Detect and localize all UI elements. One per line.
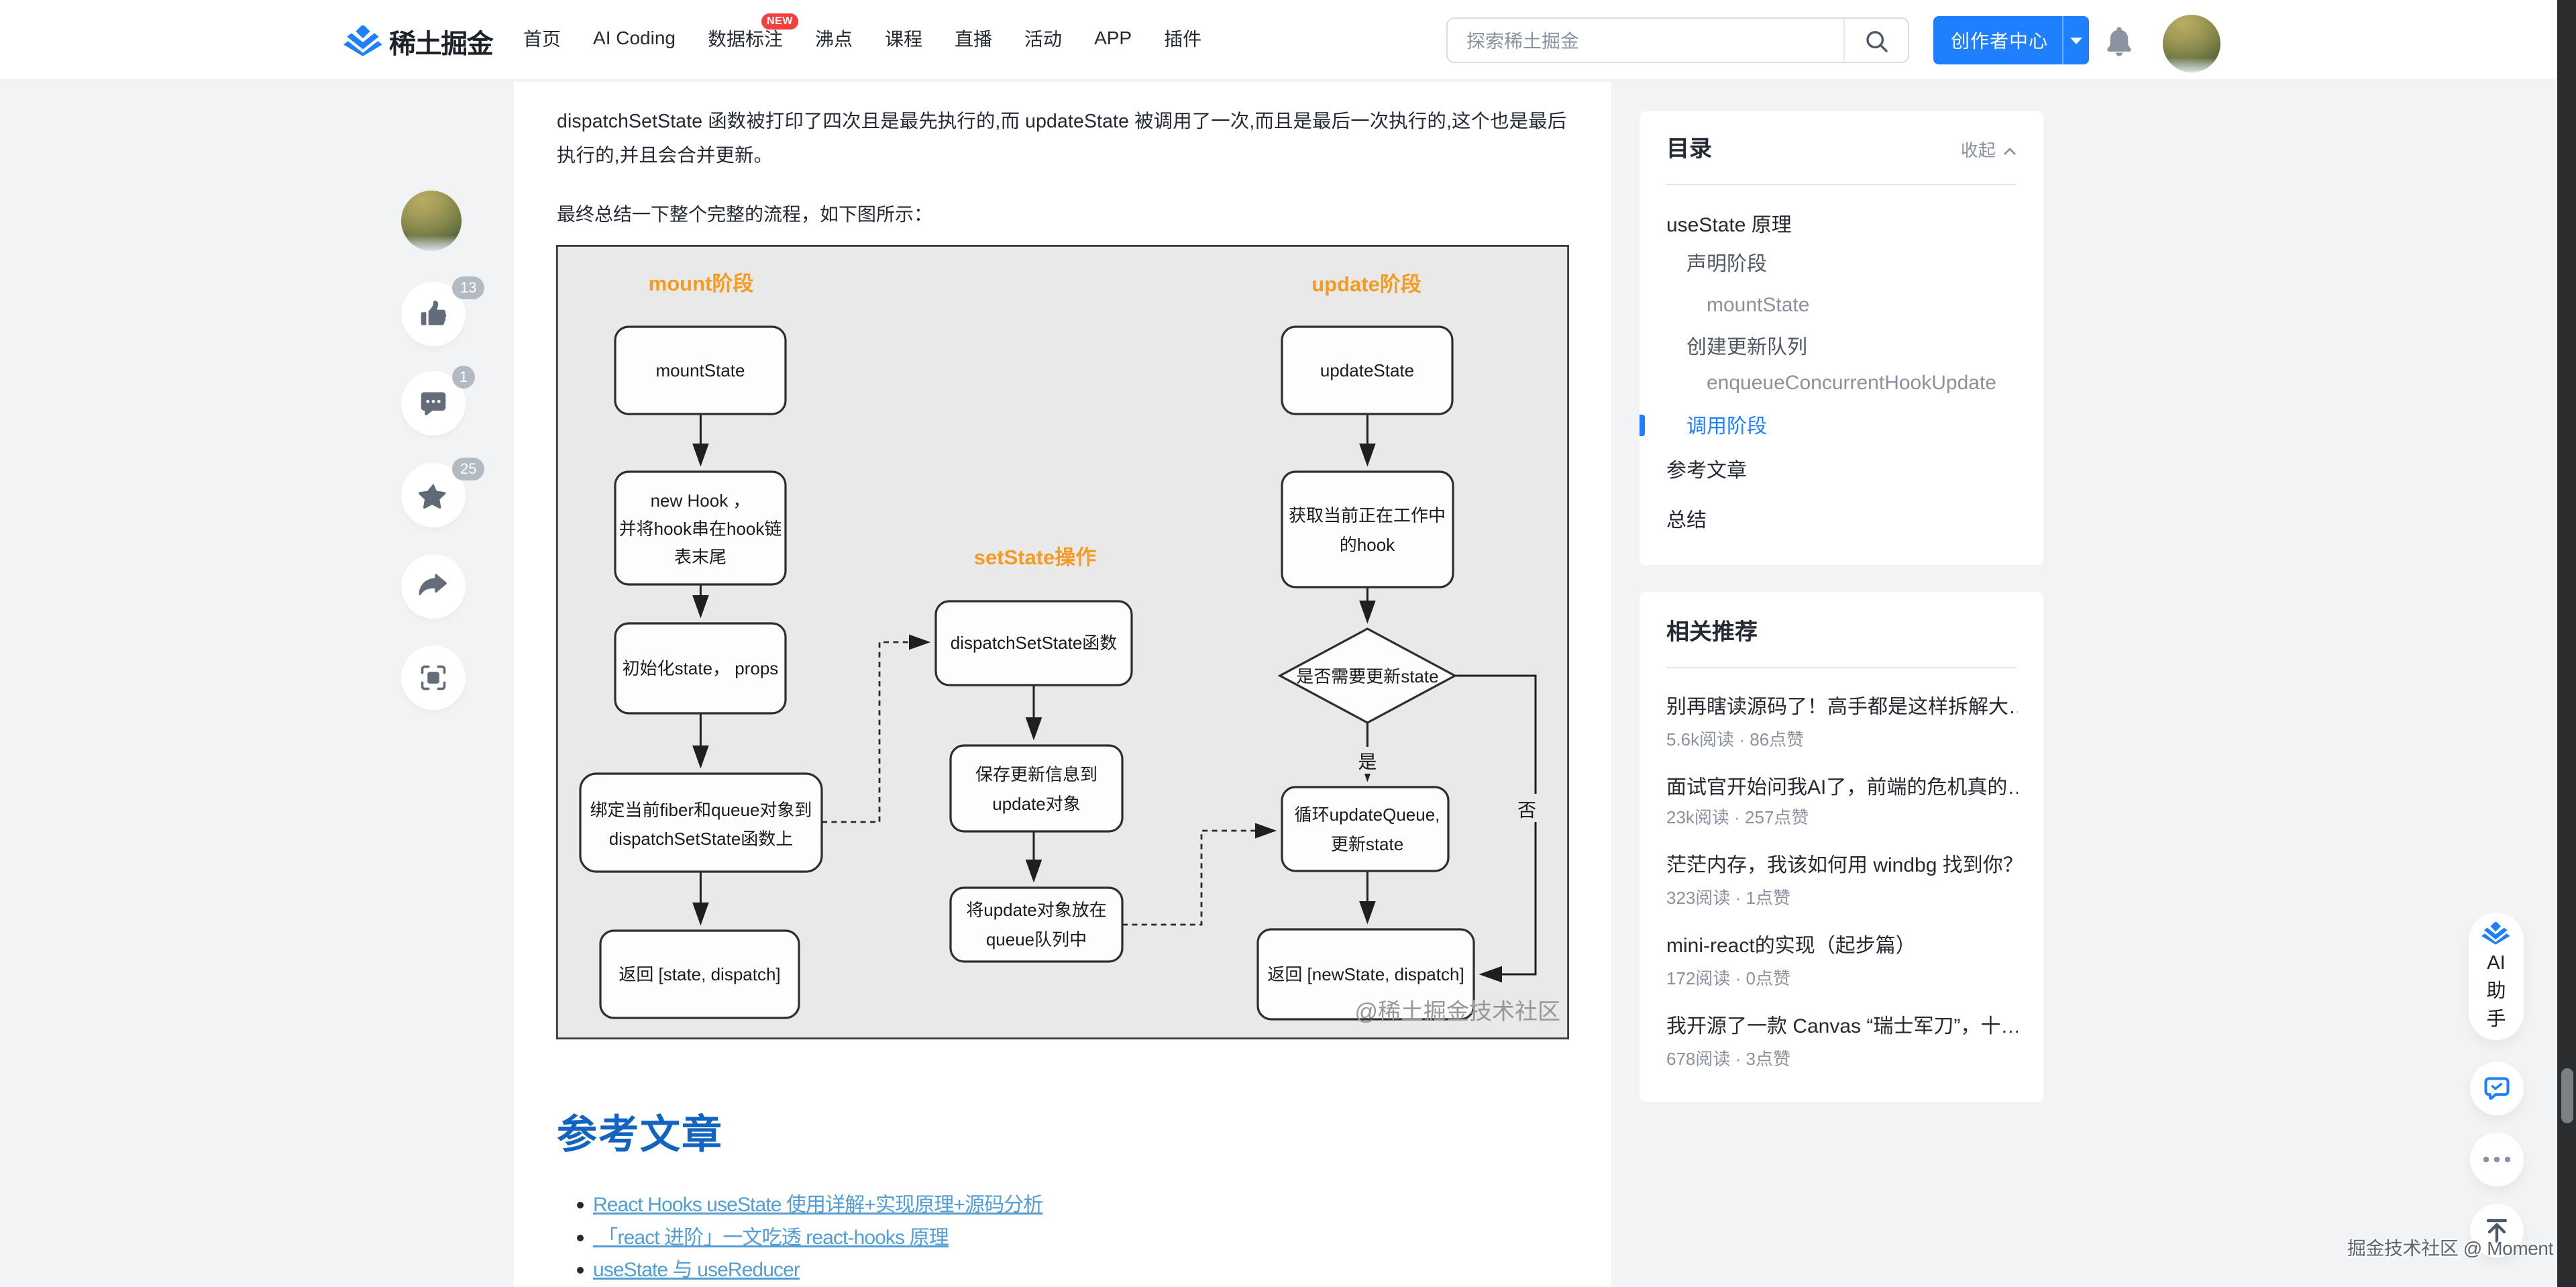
svg-text:mountState: mountState (656, 357, 745, 382)
svg-text:mount阶段: mount阶段 (649, 266, 754, 297)
svg-text:循环updateQueue,: 循环updateQueue, (1295, 801, 1440, 826)
svg-text:update对象: update对象 (992, 790, 1081, 815)
svg-text:queue队列中: queue队列中 (986, 926, 1087, 951)
svg-text:返回 [state, dispatch]: 返回 [state, dispatch] (619, 961, 780, 986)
svg-text:update阶段: update阶段 (1311, 267, 1421, 297)
svg-text:表末尾: 表末尾 (674, 544, 727, 568)
svg-text:否: 否 (1517, 796, 1536, 823)
svg-text:updateState: updateState (1320, 357, 1414, 382)
svg-text:更新state: 更新state (1331, 831, 1403, 856)
svg-text:dispatchSetState函数: dispatchSetState函数 (951, 629, 1118, 654)
svg-text:保存更新信息到: 保存更新信息到 (975, 761, 1097, 786)
svg-text:new Hook ，: new Hook ， (651, 487, 751, 512)
svg-text:是否需要更新state: 是否需要更新state (1296, 663, 1438, 688)
svg-text:获取当前正在工作中: 获取当前正在工作中 (1289, 502, 1446, 527)
svg-text:的hook: 的hook (1340, 531, 1395, 556)
svg-text:setState操作: setState操作 (974, 540, 1097, 570)
svg-text:dispatchSetState函数上: dispatchSetState函数上 (609, 825, 794, 850)
svg-text:初始化state， props: 初始化state， props (623, 655, 779, 680)
svg-text:将update对象放在: 将update对象放在 (966, 896, 1107, 921)
svg-text:绑定当前fiber和queue对象到: 绑定当前fiber和queue对象到 (590, 796, 812, 821)
svg-text:并将hook串在hook链: 并将hook串在hook链 (619, 515, 782, 540)
svg-text:返回 [newState, dispatch]: 返回 [newState, dispatch] (1267, 961, 1464, 986)
svg-text:是: 是 (1358, 748, 1377, 774)
